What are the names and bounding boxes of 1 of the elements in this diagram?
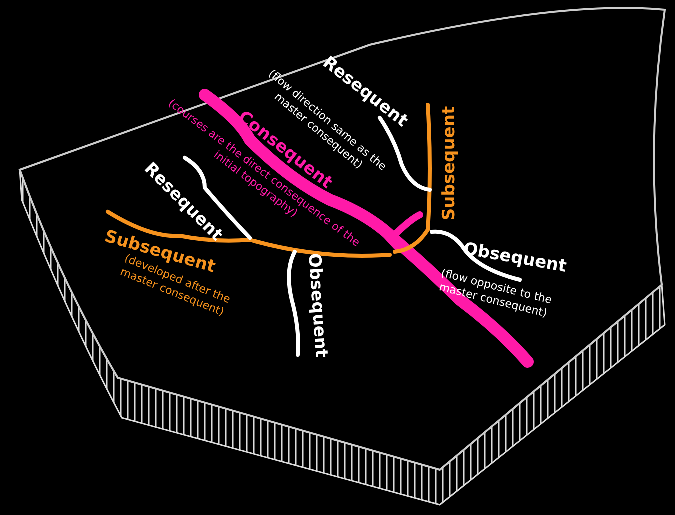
stream-label: Obsequent [303,252,332,360]
